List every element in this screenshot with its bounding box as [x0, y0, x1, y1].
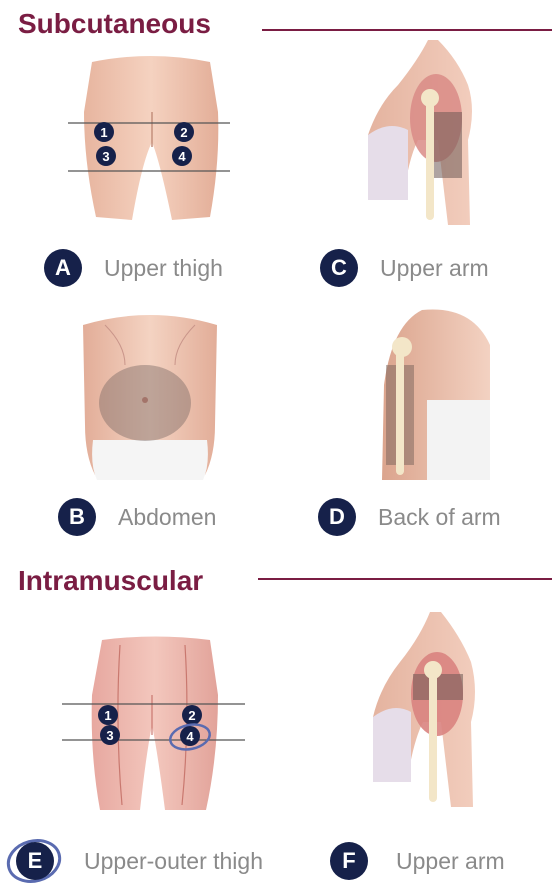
site-d-caption: D Back of arm — [318, 498, 501, 536]
upper-thigh-illustration: 1 2 3 4 — [60, 52, 240, 232]
upper-arm-illustration — [358, 40, 498, 230]
site-a-badge: A — [44, 249, 82, 287]
thigh-marker-3: 3 — [96, 146, 116, 166]
site-f-label: Upper arm — [396, 848, 505, 875]
site-c-label: Upper arm — [380, 255, 489, 282]
site-a-caption: A Upper thigh — [44, 249, 223, 287]
svg-text:4: 4 — [186, 729, 194, 744]
site-e-badge-wrap: E — [16, 842, 54, 880]
svg-text:2: 2 — [188, 708, 195, 723]
thigh-marker-2: 2 — [174, 122, 194, 142]
svg-text:4: 4 — [178, 149, 186, 164]
site-d-label: Back of arm — [378, 504, 501, 531]
site-a-label: Upper thigh — [104, 255, 223, 282]
site-c-badge: C — [320, 249, 358, 287]
site-b-caption: B Abdomen — [58, 498, 216, 536]
im-upper-arm-illustration — [365, 612, 495, 812]
thigh-marker-1: 1 — [94, 122, 114, 142]
site-e-label: Upper-outer thigh — [84, 848, 263, 875]
site-f-badge: F — [330, 842, 368, 880]
im-thigh-marker-2: 2 — [182, 705, 202, 725]
intramuscular-heading: Intramuscular — [18, 565, 203, 597]
abdomen-illustration — [75, 305, 225, 485]
svg-text:3: 3 — [106, 728, 113, 743]
back-of-arm-illustration — [372, 305, 497, 485]
site-e-caption: E Upper-outer thigh — [16, 842, 263, 880]
svg-text:3: 3 — [102, 149, 109, 164]
site-b-label: Abdomen — [118, 504, 216, 531]
site-e-badge: E — [16, 842, 54, 880]
site-b-badge: B — [58, 498, 96, 536]
subcutaneous-heading: Subcutaneous — [18, 8, 211, 40]
site-c-caption: C Upper arm — [320, 249, 489, 287]
im-thigh-marker-3: 3 — [100, 725, 120, 745]
svg-text:1: 1 — [100, 125, 107, 140]
thigh-marker-4: 4 — [172, 146, 192, 166]
svg-text:2: 2 — [180, 125, 187, 140]
im-thigh-marker-1: 1 — [98, 705, 118, 725]
intramuscular-divider — [258, 578, 552, 580]
site-f-caption: F Upper arm — [330, 842, 505, 880]
upper-outer-thigh-illustration: 1 2 3 4 — [60, 635, 250, 815]
subcutaneous-divider — [262, 29, 552, 31]
site-d-badge: D — [318, 498, 356, 536]
svg-text:1: 1 — [104, 708, 111, 723]
